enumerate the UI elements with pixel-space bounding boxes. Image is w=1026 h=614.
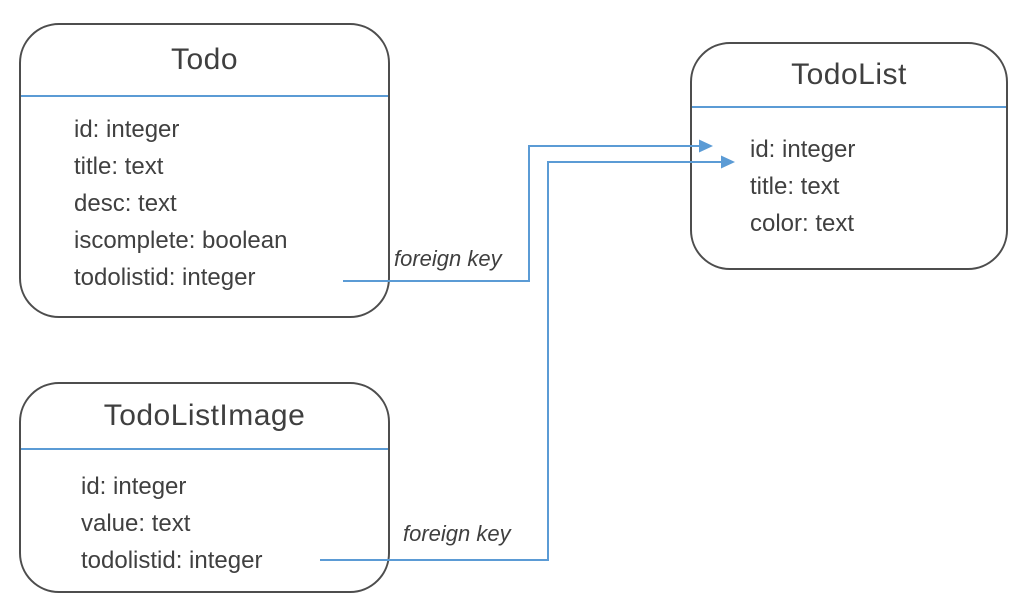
field-todolist-color: color: text (750, 210, 855, 237)
field-todolist-title: title: text (750, 173, 840, 200)
field-todolist-id: id: integer (750, 136, 856, 163)
entity-todolistimage-fields: id: integer value: text todolistid: inte… (21, 450, 388, 579)
entity-todo-title: Todo (21, 25, 388, 97)
entity-todolistimage-title: TodoListImage (21, 384, 388, 450)
field-todo-desc: desc: text (74, 190, 177, 217)
entity-todolistimage: TodoListImage id: integer value: text to… (19, 382, 390, 593)
field-todolistimage-id: id: integer (81, 473, 187, 500)
entity-todolist-fields: id: integer title: text color: text (692, 108, 1006, 242)
field-todo-id: id: integer (74, 116, 180, 143)
field-todolistimage-value: value: text (81, 510, 191, 537)
foreign-key-label-todolistimage: foreign key (403, 521, 511, 546)
field-todo-todolistid: todolistid: integer (74, 264, 256, 291)
field-todo-iscomplete: iscomplete: boolean (74, 227, 288, 254)
entity-todo-fields: id: integer title: text desc: text iscom… (21, 97, 388, 296)
field-todo-title: title: text (74, 153, 164, 180)
entity-todolist-title: TodoList (692, 44, 1006, 108)
foreign-key-label-todo: foreign key (394, 246, 502, 271)
entity-todolist: TodoList id: integer title: text color: … (690, 42, 1008, 270)
field-todolistimage-todolistid: todolistid: integer (81, 547, 263, 574)
entity-todo: Todo id: integer title: text desc: text … (19, 23, 390, 318)
